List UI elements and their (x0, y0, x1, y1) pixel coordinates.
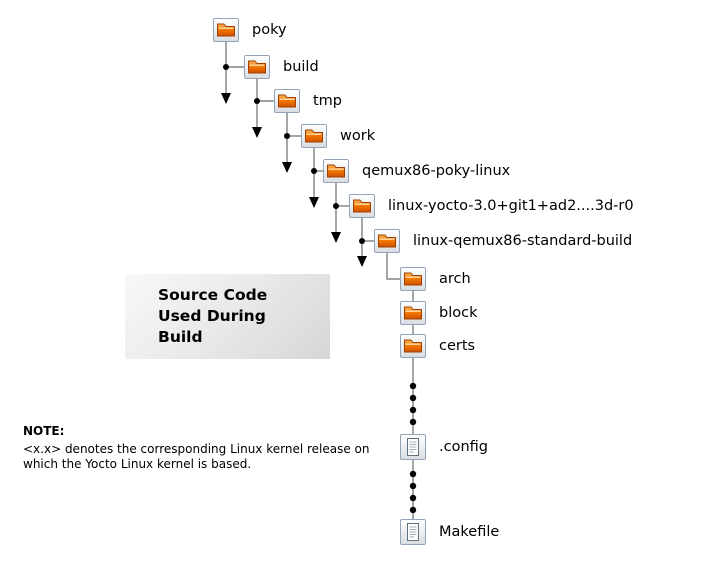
tree-node-label: work (340, 128, 376, 144)
tree-node-poky: poky (213, 18, 287, 42)
tree-node-label: .config (439, 439, 488, 455)
folder-icon (244, 55, 270, 79)
folder-icon (323, 159, 349, 183)
folder-icon (213, 18, 239, 42)
tree-node-label: block (439, 305, 478, 321)
tree-node-linux-qemux86-standard-build: linux-qemux86-standard-build (374, 229, 632, 253)
document-icon (400, 519, 426, 545)
folder-icon (400, 334, 426, 358)
tree-node-label: certs (439, 338, 476, 354)
caption-line: Source Code (158, 286, 268, 304)
folder-icon (301, 124, 327, 148)
tree-node-label: poky (252, 22, 287, 38)
tree-node-certs: certs (400, 334, 475, 358)
tree-node-label: qemux86-poky-linux (362, 163, 511, 179)
tree-node-label: linux-yocto-3.0+git1+ad2....3d-r0 (388, 198, 634, 214)
tree-node-label: Makefile (439, 524, 500, 540)
note-label: NOTE: (23, 424, 65, 438)
folder-icon (274, 89, 300, 113)
tree-node-label: build (283, 59, 319, 75)
folder-icon (374, 229, 400, 253)
tree-node-work: work (301, 124, 375, 148)
tree-node-arch: arch (400, 267, 471, 291)
tree-node-label: tmp (313, 93, 343, 109)
folder-icon (400, 267, 426, 291)
tree-node-makefile: Makefile (400, 519, 499, 545)
tree-node-qemux86-poky-linux: qemux86-poky-linux (323, 159, 510, 183)
tree-node-tmp: tmp (274, 89, 342, 113)
caption-line: Build (158, 328, 203, 346)
document-icon (400, 434, 426, 460)
tree-node-block: block (400, 301, 477, 325)
tree-node-dotconfig: .config (400, 434, 488, 460)
tree-node-linux-yocto: linux-yocto-3.0+git1+ad2....3d-r0 (349, 194, 634, 218)
note-text-line: <x.x> denotes the corresponding Linux ke… (23, 442, 370, 456)
tree-node-label: arch (439, 271, 471, 287)
tree-node-label: linux-qemux86-standard-build (413, 233, 633, 249)
caption-line: Used During (158, 307, 266, 325)
tree-node-build: build (244, 55, 319, 79)
note-block: NOTE: <x.x> denotes the corresponding Li… (23, 424, 395, 471)
note-text-line: which the Yocto Linux kernel is based. (23, 456, 252, 471)
folder-icon (349, 194, 375, 218)
caption-box: Source Code Used During Build (125, 274, 330, 359)
folder-icon (400, 301, 426, 325)
